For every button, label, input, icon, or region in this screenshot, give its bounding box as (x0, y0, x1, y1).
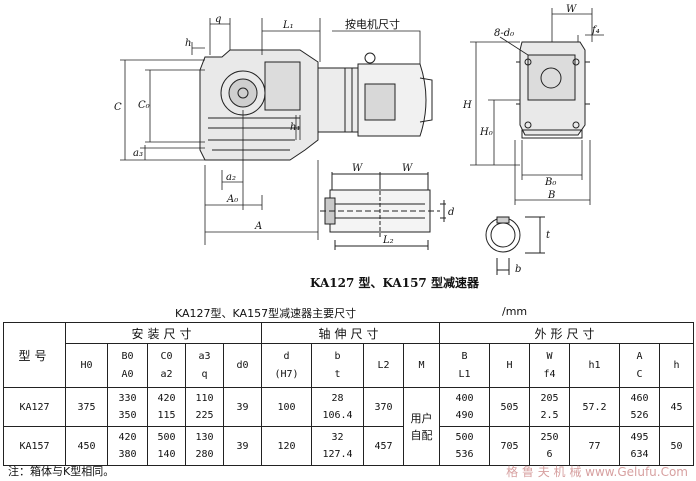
group-install: 安装尺寸 (64, 322, 263, 344)
front-view-gearbox (199, 49, 319, 161)
dim-c0: C₀ (138, 100, 150, 111)
dim-h-side: H (462, 100, 472, 111)
dim-w-side: W (566, 4, 577, 15)
hollow-shaft-section (320, 172, 446, 250)
cell-h-small: 50 (659, 426, 695, 466)
dim-a2: a₂ (226, 172, 236, 183)
motor (317, 52, 433, 137)
dim-b0: B₀ (544, 177, 556, 188)
dim-b: b (515, 264, 521, 275)
table-unit: /mm (502, 305, 528, 318)
dim-w-right: W (402, 163, 413, 174)
group-outline: 外形尺寸 (439, 322, 695, 344)
dim-q: q (215, 14, 221, 25)
side-dimension-lines (470, 8, 604, 205)
dim-h: h (185, 38, 191, 49)
shaft-bore-view (485, 216, 545, 275)
cell-model: KA127 (3, 387, 66, 427)
table-caption: KA127型、KA157型减速器主要尺寸 (175, 307, 357, 320)
dim-f4: f₄ (591, 25, 600, 36)
dim-c: C (114, 102, 122, 113)
cell-l2: 370 (363, 387, 405, 427)
cell-h0: 450 (65, 426, 108, 466)
header-h: H (489, 343, 531, 388)
dim-t: t (546, 230, 551, 241)
cell-h: 505 (489, 387, 531, 427)
cell-m: 用户自配 (403, 387, 441, 466)
cell-h: 705 (489, 426, 531, 466)
dim-a3: a₃ (133, 148, 143, 159)
front-dimension-lines (120, 18, 421, 245)
cell-h0: 375 (65, 387, 108, 427)
cell-d0: 39 (222, 426, 263, 466)
dim-w-left: W (352, 163, 363, 174)
dim-b-side: B (547, 190, 555, 201)
group-shaft: 轴伸尺寸 (261, 322, 441, 344)
cell-d: 120 (261, 426, 313, 466)
dim-h1: h₁ (290, 122, 300, 133)
cell-d0: 39 (222, 387, 263, 427)
dim-h0: H₀ (479, 127, 493, 138)
cell-h-small: 45 (659, 387, 695, 427)
drawing-title: KA127 型、KA157 型减速器 (310, 275, 480, 290)
header-h-small: h (659, 343, 695, 388)
dim-a0: A₀ (226, 194, 238, 205)
header-d-h7: d(H7) (261, 343, 313, 388)
watermark: 格 鲁 夫 机 械 www.Gelufu.Com (506, 465, 688, 479)
motor-note: 按电机尺寸 (345, 17, 400, 31)
footnote: 注：箱体与K型相同。 (8, 465, 115, 478)
side-view-gearbox (516, 41, 590, 139)
header-l2: L2 (363, 343, 405, 388)
dim-d0: 8-d₀ (494, 28, 514, 39)
header-m: M (403, 343, 441, 388)
dim-l1: L₁ (282, 20, 294, 31)
dim-a: A (254, 221, 262, 232)
cell-d: 100 (261, 387, 313, 427)
reducer-drawing: q L₁ h C C₀ a₃ h₁ a₂ A₀ A W W d L₂ t b W… (114, 4, 604, 290)
header-h1: h1 (569, 343, 621, 388)
header-h0: H0 (65, 343, 108, 388)
dim-l2: L₂ (382, 235, 394, 246)
header-model: 型号 (3, 322, 66, 388)
header-d0: d0 (222, 343, 263, 388)
cell-h1: 77 (569, 426, 621, 466)
cell-model: KA157 (3, 426, 66, 466)
dim-d: d (448, 207, 454, 218)
cell-h1: 57.2 (569, 387, 621, 427)
cell-l2: 457 (363, 426, 405, 466)
